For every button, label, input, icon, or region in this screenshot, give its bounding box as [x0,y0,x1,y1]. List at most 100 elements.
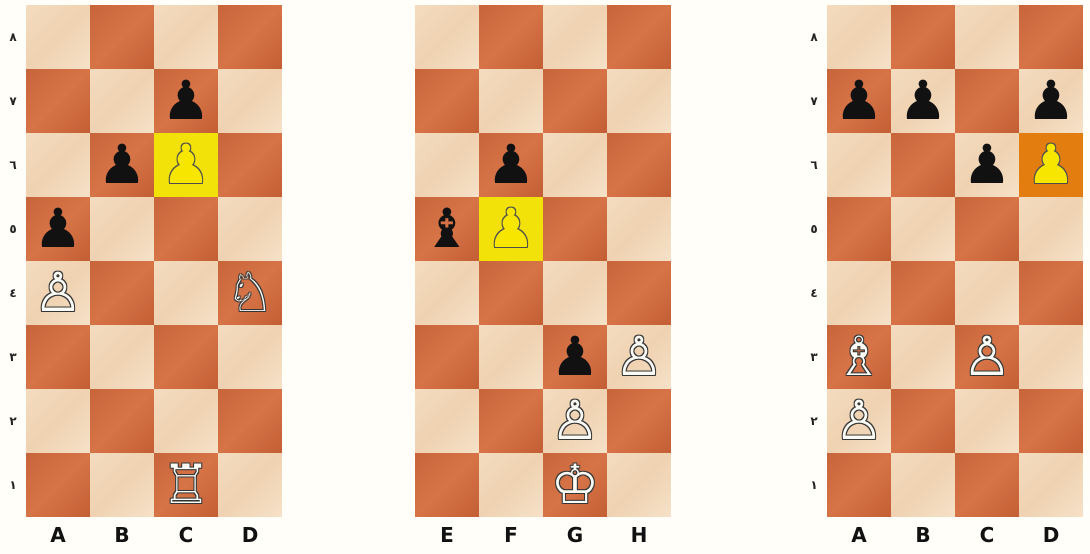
black-pawn-icon[interactable]: ♟ [34,202,82,256]
square-b6[interactable]: ♟ [90,133,154,197]
square-f1[interactable] [479,453,543,517]
square-c8[interactable] [154,5,218,69]
square-d4[interactable] [1019,261,1083,325]
black-pawn-icon[interactable]: ♟ [98,138,146,192]
square-d7[interactable] [218,69,282,133]
square-b1[interactable] [891,453,955,517]
square-a1[interactable] [26,453,90,517]
square-h1[interactable] [607,453,671,517]
square-a2[interactable] [26,389,90,453]
square-g4[interactable] [543,261,607,325]
square-c4[interactable] [154,261,218,325]
white-knight-icon[interactable]: ♘ [226,266,274,320]
square-c5[interactable] [154,197,218,261]
square-g6[interactable] [543,133,607,197]
square-f6[interactable]: ♟ [479,133,543,197]
square-b5[interactable] [891,197,955,261]
square-a8[interactable] [827,5,891,69]
square-g8[interactable] [543,5,607,69]
square-c8[interactable] [955,5,1019,69]
black-pawn-icon[interactable]: ♟ [551,330,599,384]
square-h8[interactable] [607,5,671,69]
square-g7[interactable] [543,69,607,133]
black-pawn-icon[interactable]: ♟ [963,138,1011,192]
square-a8[interactable] [26,5,90,69]
square-d6[interactable]: ♟ [1019,133,1083,197]
white-pawn-icon[interactable]: ♙ [835,394,883,448]
square-g2[interactable]: ♙ [543,389,607,453]
square-h4[interactable] [607,261,671,325]
square-c7[interactable]: ♟ [154,69,218,133]
square-c2[interactable] [154,389,218,453]
square-d5[interactable] [1019,197,1083,261]
black-pawn-icon[interactable]: ♟ [899,74,947,128]
square-d2[interactable] [218,389,282,453]
square-g3[interactable]: ♟ [543,325,607,389]
square-c4[interactable] [955,261,1019,325]
white-pawn-icon[interactable]: ♙ [963,330,1011,384]
square-d5[interactable] [218,197,282,261]
square-f7[interactable] [479,69,543,133]
square-g5[interactable] [543,197,607,261]
white-pawn-icon[interactable]: ♙ [551,394,599,448]
square-a2[interactable]: ♙ [827,389,891,453]
square-b3[interactable] [90,325,154,389]
square-a7[interactable]: ♟ [827,69,891,133]
black-pawn-icon[interactable]: ♟ [835,74,883,128]
square-e2[interactable] [415,389,479,453]
black-pawn-icon[interactable]: ♟ [487,138,535,192]
black-pawn-icon[interactable]: ♟ [162,74,210,128]
square-e5[interactable]: ♝ [415,197,479,261]
white-pawn-icon[interactable]: ♙ [34,266,82,320]
square-e3[interactable] [415,325,479,389]
square-c5[interactable] [955,197,1019,261]
square-b4[interactable] [90,261,154,325]
square-b2[interactable] [891,389,955,453]
square-a4[interactable] [827,261,891,325]
square-a5[interactable]: ♟ [26,197,90,261]
square-e4[interactable] [415,261,479,325]
square-d2[interactable] [1019,389,1083,453]
square-b4[interactable] [891,261,955,325]
square-a1[interactable] [827,453,891,517]
square-c1[interactable]: ♖ [154,453,218,517]
square-e6[interactable] [415,133,479,197]
square-b1[interactable] [90,453,154,517]
square-f8[interactable] [479,5,543,69]
square-c3[interactable]: ♙ [955,325,1019,389]
square-b8[interactable] [90,5,154,69]
square-b8[interactable] [891,5,955,69]
square-f5[interactable]: ♟ [479,197,543,261]
square-d8[interactable] [218,5,282,69]
square-a7[interactable] [26,69,90,133]
square-c1[interactable] [955,453,1019,517]
square-d1[interactable] [218,453,282,517]
square-c7[interactable] [955,69,1019,133]
white-king-icon[interactable]: ♔ [551,458,599,512]
square-c3[interactable] [154,325,218,389]
square-h6[interactable] [607,133,671,197]
white-rook-icon[interactable]: ♖ [162,458,210,512]
square-h5[interactable] [607,197,671,261]
square-d3[interactable] [218,325,282,389]
square-d6[interactable] [218,133,282,197]
white-bishop-icon[interactable]: ♗ [835,330,883,384]
square-a3[interactable] [26,325,90,389]
yellow-pawn-icon[interactable]: ♟ [487,202,535,256]
square-h7[interactable] [607,69,671,133]
square-c6[interactable]: ♟ [955,133,1019,197]
square-f4[interactable] [479,261,543,325]
square-h2[interactable] [607,389,671,453]
yellow-pawn-icon[interactable]: ♟ [1027,138,1075,192]
square-f3[interactable] [479,325,543,389]
square-a4[interactable]: ♙ [26,261,90,325]
square-b7[interactable]: ♟ [891,69,955,133]
black-bishop-icon[interactable]: ♝ [423,202,471,256]
square-b6[interactable] [891,133,955,197]
square-d4[interactable]: ♘ [218,261,282,325]
square-f2[interactable] [479,389,543,453]
square-c6[interactable]: ♟ [154,133,218,197]
square-c2[interactable] [955,389,1019,453]
square-d8[interactable] [1019,5,1083,69]
square-b7[interactable] [90,69,154,133]
